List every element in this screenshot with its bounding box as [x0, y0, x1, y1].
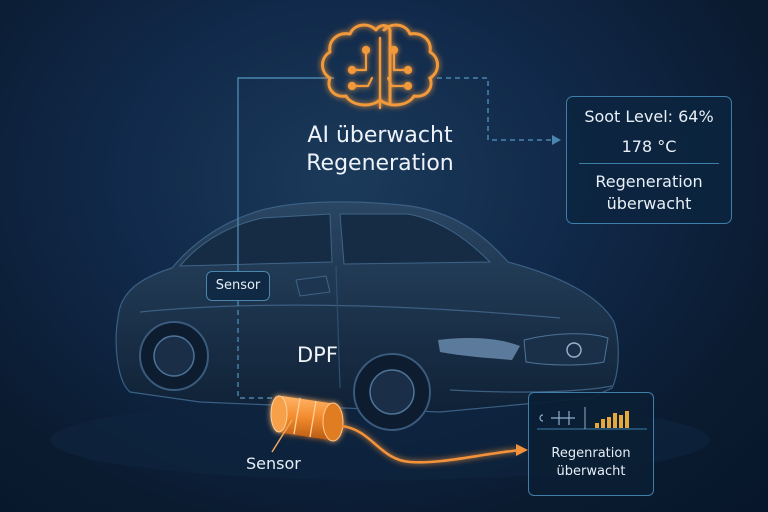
ai-title-line2: Regeneration: [306, 151, 454, 176]
connector-to-sensor: [237, 77, 334, 271]
sensor-label: Sensor: [246, 454, 301, 473]
status-regen-line1: Regeneration: [595, 172, 703, 191]
sensor-box: Sensor: [206, 271, 270, 301]
status-card-divider: [579, 163, 719, 164]
temperature-text: 178 °C: [621, 137, 677, 156]
ai-title: AI überwacht Regeneration: [290, 122, 470, 178]
status-card: Soot Level: 64% 178 °C Regeneration über…: [566, 96, 732, 224]
status-regen-line2: überwacht: [606, 194, 692, 213]
connector-to-status: [428, 77, 552, 141]
arrow-head-status: [552, 135, 561, 145]
sensor-pointer: [271, 419, 293, 453]
ai-title-line1: AI überwacht: [307, 123, 453, 148]
dpf-filter-icon: [270, 395, 344, 442]
monitor-card: Regenration überwacht: [528, 392, 654, 496]
monitor-line1: Regenration: [551, 446, 631, 461]
exhaust-flow-arrow: [341, 424, 521, 464]
exhaust-arrow-head: [516, 444, 528, 456]
monitor-line2: überwacht: [556, 464, 626, 479]
mini-chart-icon: [537, 407, 647, 430]
dpf-label: DPF: [297, 343, 338, 367]
brain-icon: [321, 23, 439, 110]
connector-sensor-dpf: [237, 301, 274, 399]
soot-level-text: Soot Level: 64%: [584, 107, 714, 126]
status-regeneration-text: Regeneration überwacht: [567, 171, 731, 215]
car-illustration: [115, 201, 619, 431]
monitor-card-text: Regenration überwacht: [529, 445, 653, 481]
